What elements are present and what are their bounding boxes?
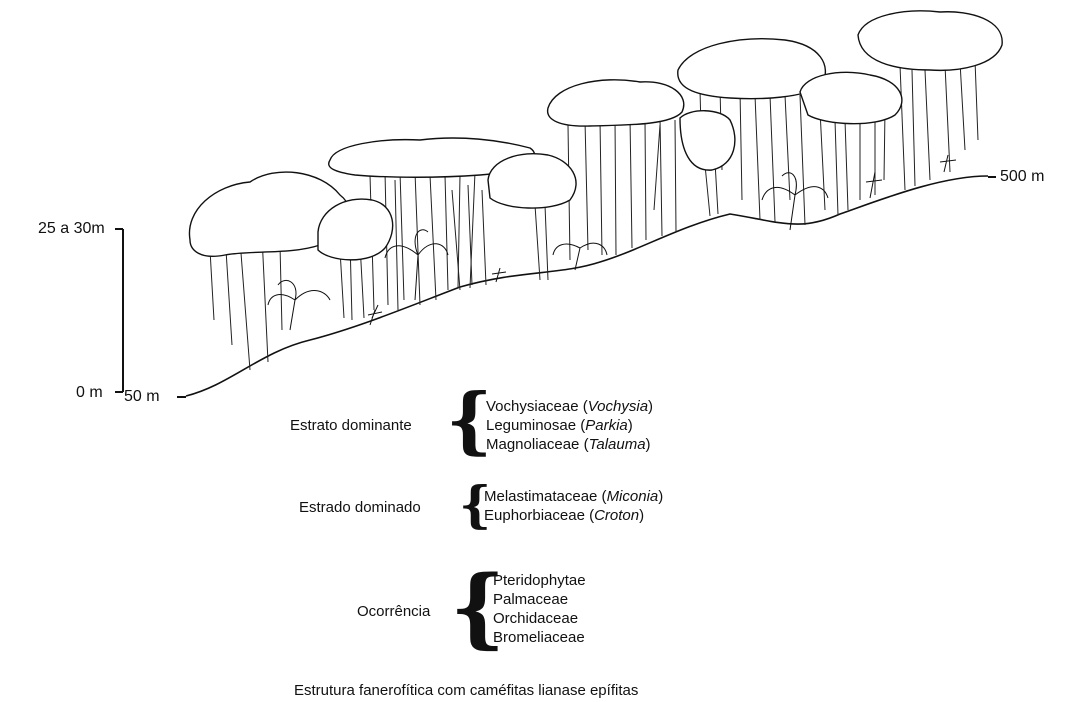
species-item: Pteridophytae: [493, 571, 586, 590]
start-elevation-label: 50 m: [124, 389, 160, 405]
species-item: Bromeliaceae: [493, 628, 586, 647]
figure-caption: Estrutura fanerofítica com caméfitas lia…: [294, 682, 638, 699]
species-item: Orchidaceae: [493, 609, 586, 628]
species-item: Magnoliaceae (Talauma): [486, 435, 653, 454]
species-list-occurrence: Pteridophytae Palmaceae Orchidaceae Brom…: [493, 571, 586, 647]
species-item: Leguminosae (Parkia): [486, 416, 653, 435]
tree-crowns: [189, 11, 1002, 260]
species-item: Palmaceae: [493, 590, 586, 609]
scale-top-label: 25 a 30m: [38, 221, 105, 237]
group-label-dominant: Estrato dominante: [290, 418, 412, 433]
species-list-dominant: Vochysiaceae (Vochysia) Leguminosae (Par…: [486, 397, 653, 454]
height-scale-bar: [115, 229, 123, 392]
end-elevation-label: 500 m: [1000, 169, 1044, 185]
species-item: Melastimataceae (Miconia): [484, 487, 663, 506]
group-label-dominated: Estrado dominado: [299, 500, 421, 515]
scale-bottom-label: 0 m: [76, 385, 103, 401]
group-label-occurrence: Ocorrência: [357, 604, 430, 619]
species-item: Vochysiaceae (Vochysia): [486, 397, 653, 416]
species-item: Euphorbiaceae (Croton): [484, 506, 663, 525]
species-list-dominated: Melastimataceae (Miconia) Euphorbiaceae …: [484, 487, 663, 525]
